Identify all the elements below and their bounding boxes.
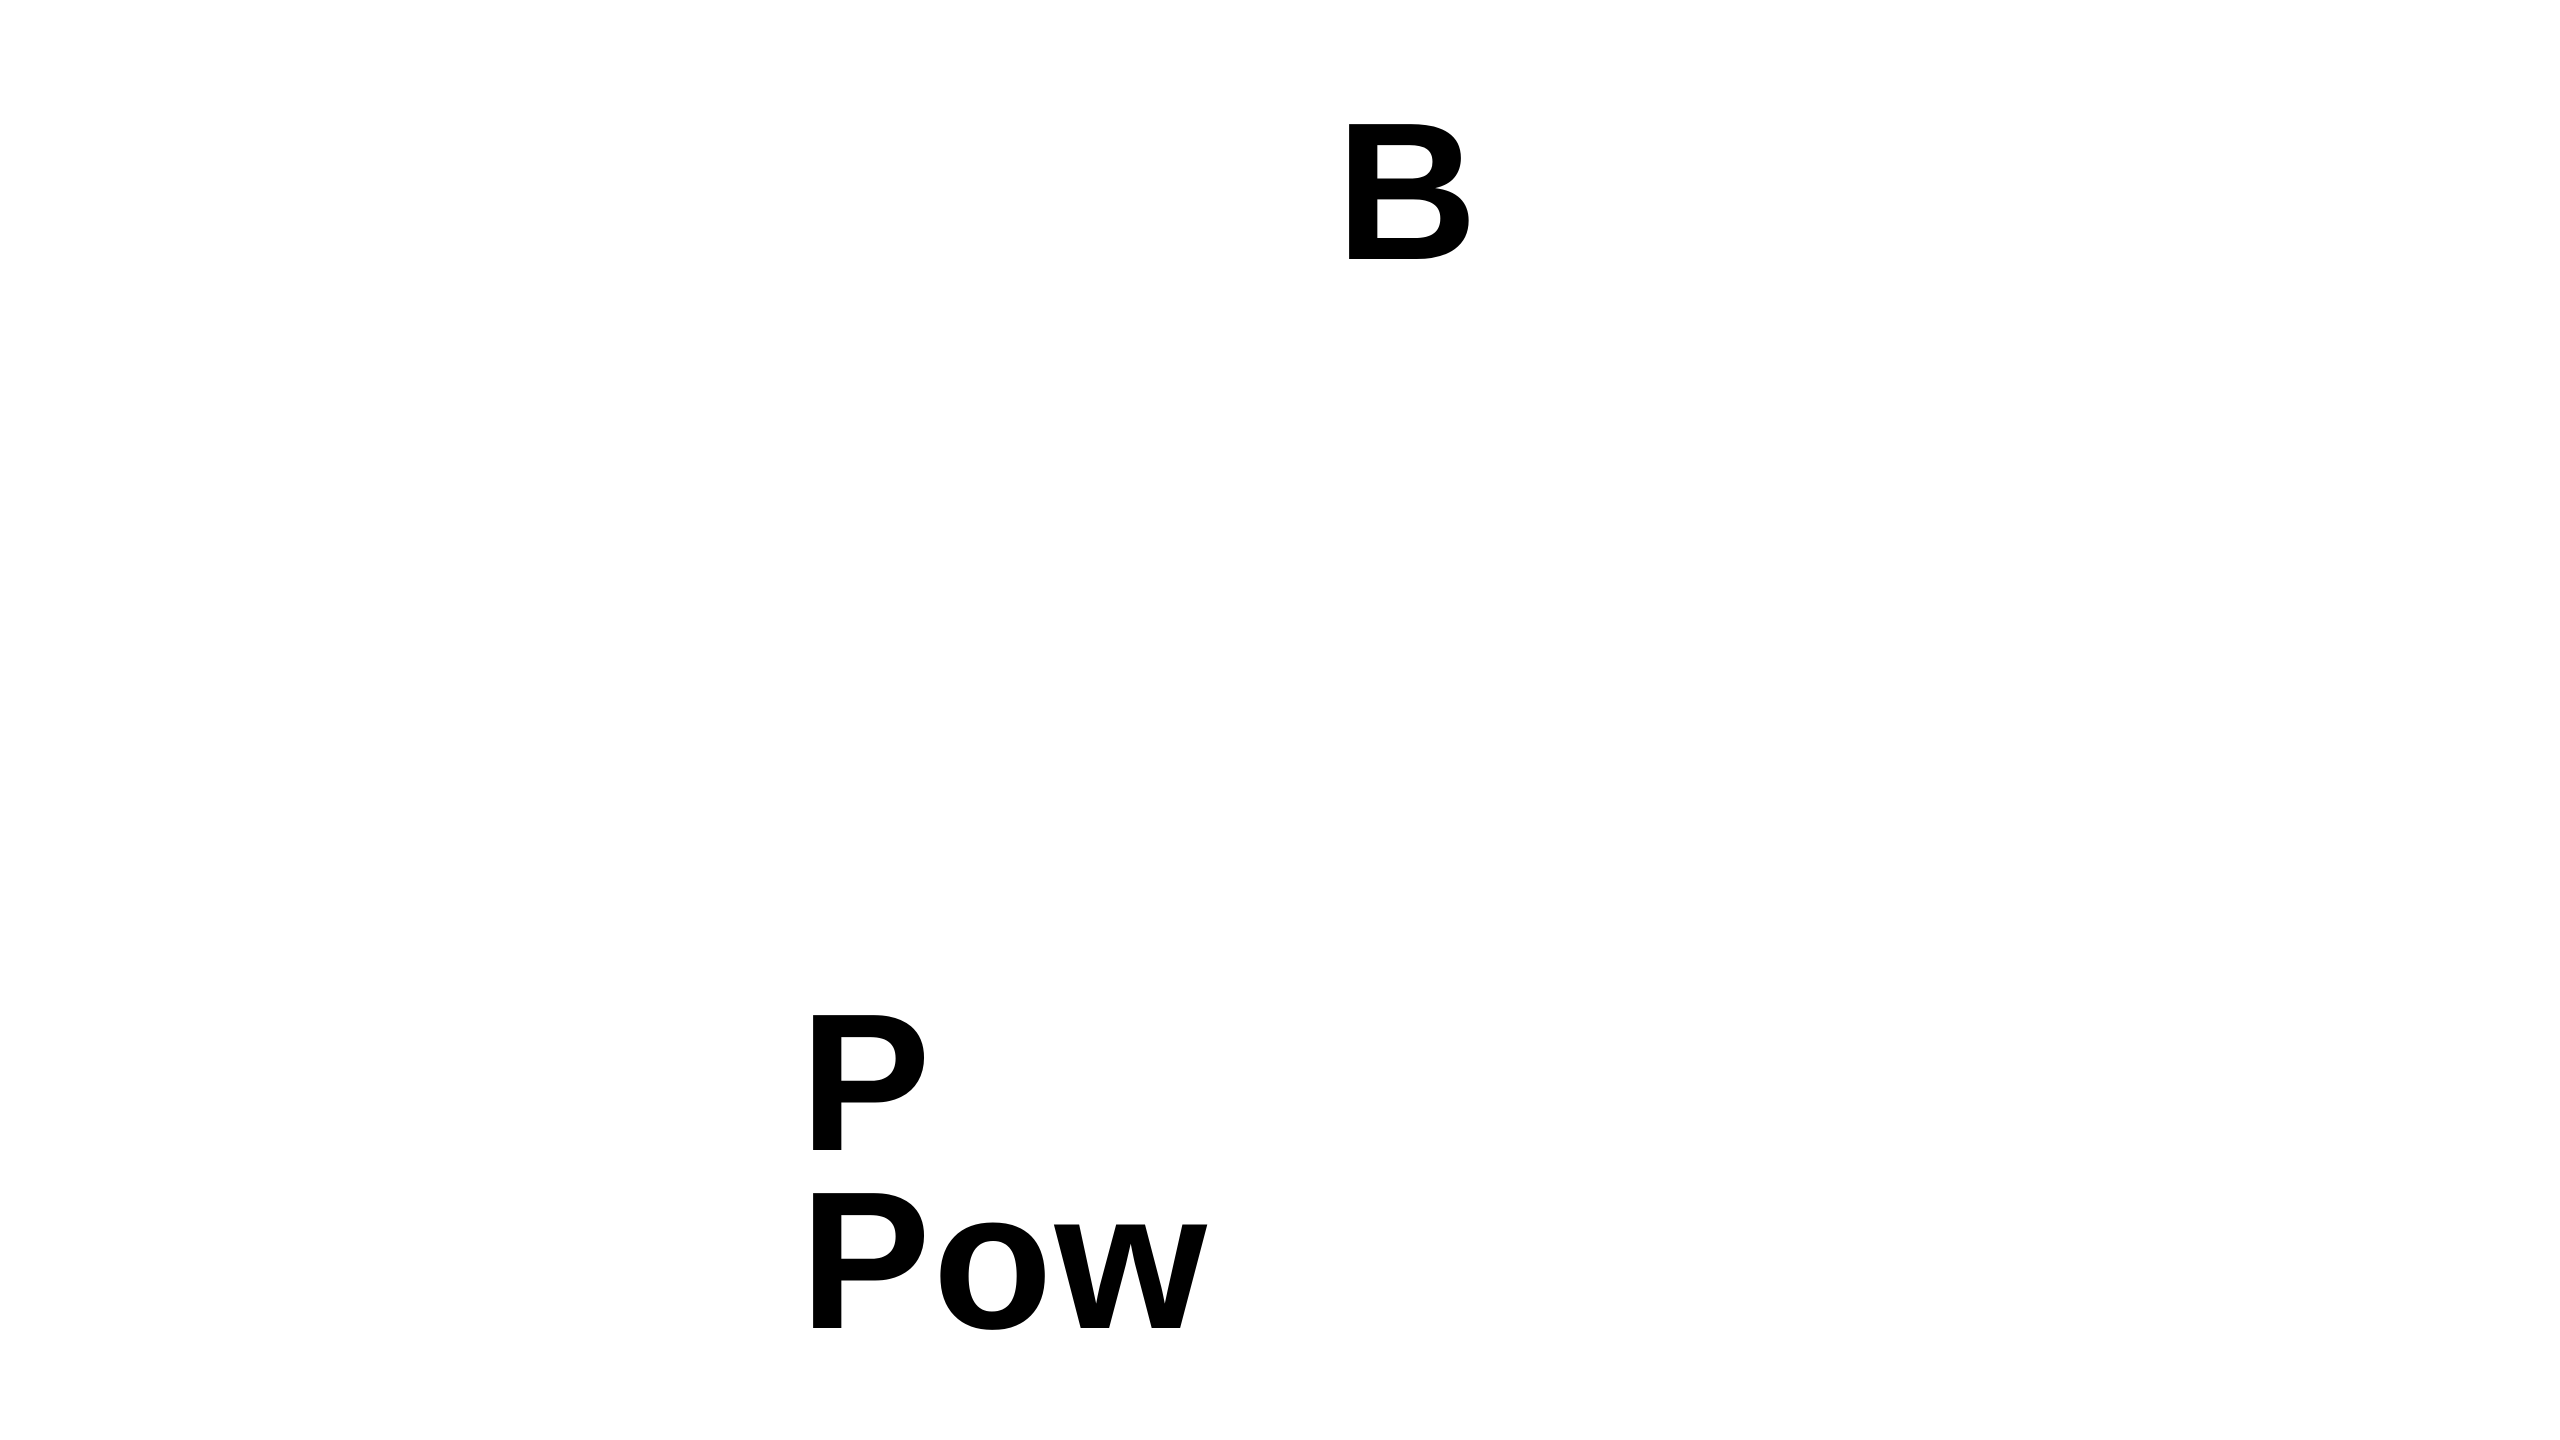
- label-pow: Pow: [800, 1151, 1209, 1370]
- label-b: B: [1336, 82, 1480, 301]
- label-p: P: [800, 973, 933, 1192]
